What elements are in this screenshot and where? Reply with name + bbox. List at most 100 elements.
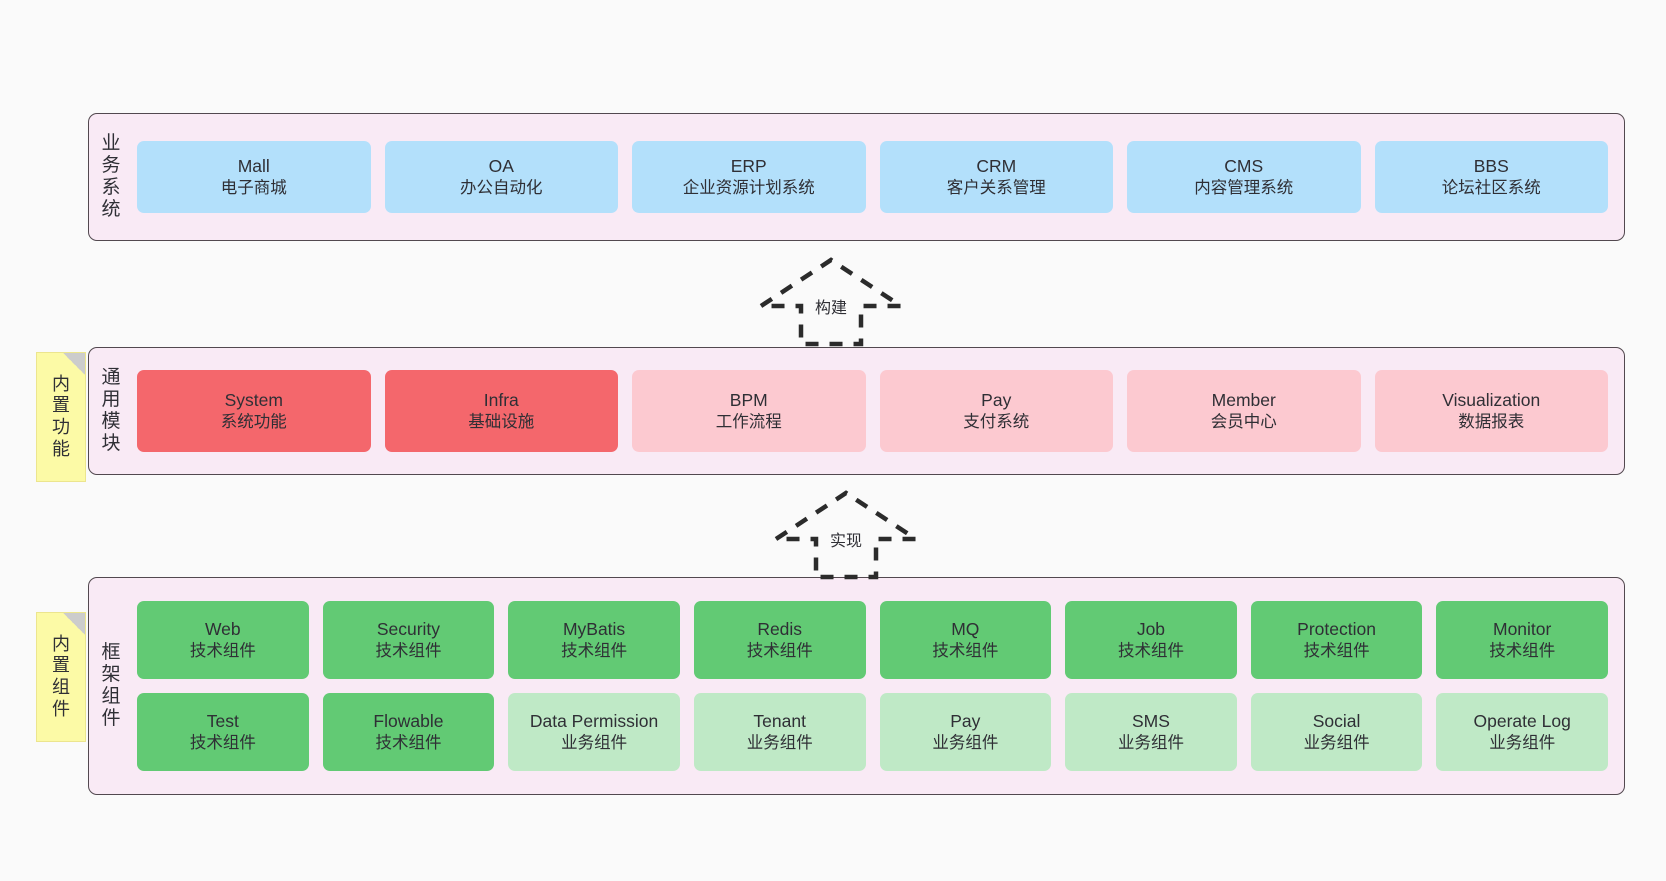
- card-title-en: MyBatis: [562, 619, 626, 640]
- card-title-cn: 技术组件: [189, 733, 256, 752]
- card-title-en: System: [224, 390, 283, 411]
- card-title-cn: 基础设施: [468, 412, 535, 431]
- sticky-note-builtin-components: 内置组件: [36, 612, 86, 742]
- card-title-en: Pay: [950, 711, 981, 732]
- card-title-en: MQ: [951, 619, 980, 640]
- card-title-en: Monitor: [1493, 619, 1552, 640]
- card-title-en: BPM: [729, 390, 768, 411]
- card-title-cn: 办公自动化: [460, 178, 543, 197]
- card-title-cn: 会员中心: [1210, 412, 1277, 431]
- card-title-en: CMS: [1224, 156, 1264, 177]
- card-title-cn: 系统功能: [220, 412, 287, 431]
- card-title-cn: 业务组件: [1489, 733, 1556, 752]
- card-title-cn: 技术组件: [189, 641, 256, 660]
- sticky-note-char: 功: [52, 417, 70, 437]
- card-title-cn: 技术组件: [375, 641, 442, 660]
- card-title-en: Test: [206, 711, 239, 732]
- card-title-cn: 企业资源计划系统: [682, 178, 815, 197]
- card-title-en: Pay: [981, 390, 1012, 411]
- card-title-en: CRM: [976, 156, 1017, 177]
- sticky-note-char: 组: [52, 677, 70, 697]
- card-title-cn: 业务组件: [932, 733, 999, 752]
- card-title-en: SMS: [1131, 711, 1170, 732]
- card-title-cn: 业务组件: [1117, 733, 1184, 752]
- arrow-implement: 实现: [768, 489, 924, 580]
- card-title-en: Redis: [757, 619, 803, 640]
- card-title-en: Member: [1211, 390, 1276, 411]
- arrow-build-label: 构建: [811, 294, 851, 318]
- sticky-note-char: 置: [52, 395, 70, 416]
- sticky-note-builtin-functions: 内置功能: [36, 352, 86, 482]
- card-title-cn: 客户关系管理: [946, 178, 1046, 197]
- card-title-cn: 技术组件: [746, 641, 813, 660]
- card-title-en: Security: [376, 619, 441, 640]
- layer-framework-title-char: 框: [101, 641, 121, 663]
- arrow-implement-label: 实现: [826, 527, 866, 551]
- layer-common-modules-title: 通用模块: [89, 348, 133, 474]
- arrow-build: 构建: [753, 256, 909, 347]
- card-title-en: Social: [1312, 711, 1361, 732]
- card-title-cn: 论坛社区系统: [1441, 178, 1541, 197]
- card-title-cn: 技术组件: [1489, 641, 1556, 660]
- layer-modules-title-char: 块: [101, 433, 121, 455]
- sticky-note-char: 内: [52, 373, 70, 394]
- arrow-build-outline: [753, 257, 909, 347]
- layer-framework-title-char: 组: [101, 686, 121, 707]
- card-title-cn: 数据报表: [1458, 412, 1525, 431]
- layer-business-systems-title: 业务系统: [89, 114, 133, 240]
- card-title-cn: 电子商城: [220, 178, 287, 197]
- layer-framework-title-char: 件: [101, 708, 121, 730]
- card-title-cn: 技术组件: [932, 641, 999, 660]
- card-title-cn: 支付系统: [963, 412, 1030, 431]
- layer-modules-title-char: 用: [101, 388, 121, 410]
- layer-framework-title-char: 架: [101, 663, 121, 685]
- layer-modules-title-char: 通: [101, 366, 121, 388]
- card-title-en: ERP: [730, 156, 767, 177]
- card-title-en: BBS: [1473, 156, 1509, 177]
- card-title-en: Data Permission: [529, 711, 659, 732]
- page-fold-icon: [63, 353, 85, 375]
- card-title-en: Operate Log: [1473, 711, 1571, 732]
- card-title-cn: 技术组件: [1303, 641, 1370, 660]
- layer-framework-components-title: 框架组件: [89, 578, 133, 794]
- sticky-note-char: 件: [52, 698, 70, 719]
- page-fold-icon: [63, 613, 85, 635]
- card-title-cn: 技术组件: [375, 733, 442, 752]
- card-title-en: Flowable: [373, 711, 444, 732]
